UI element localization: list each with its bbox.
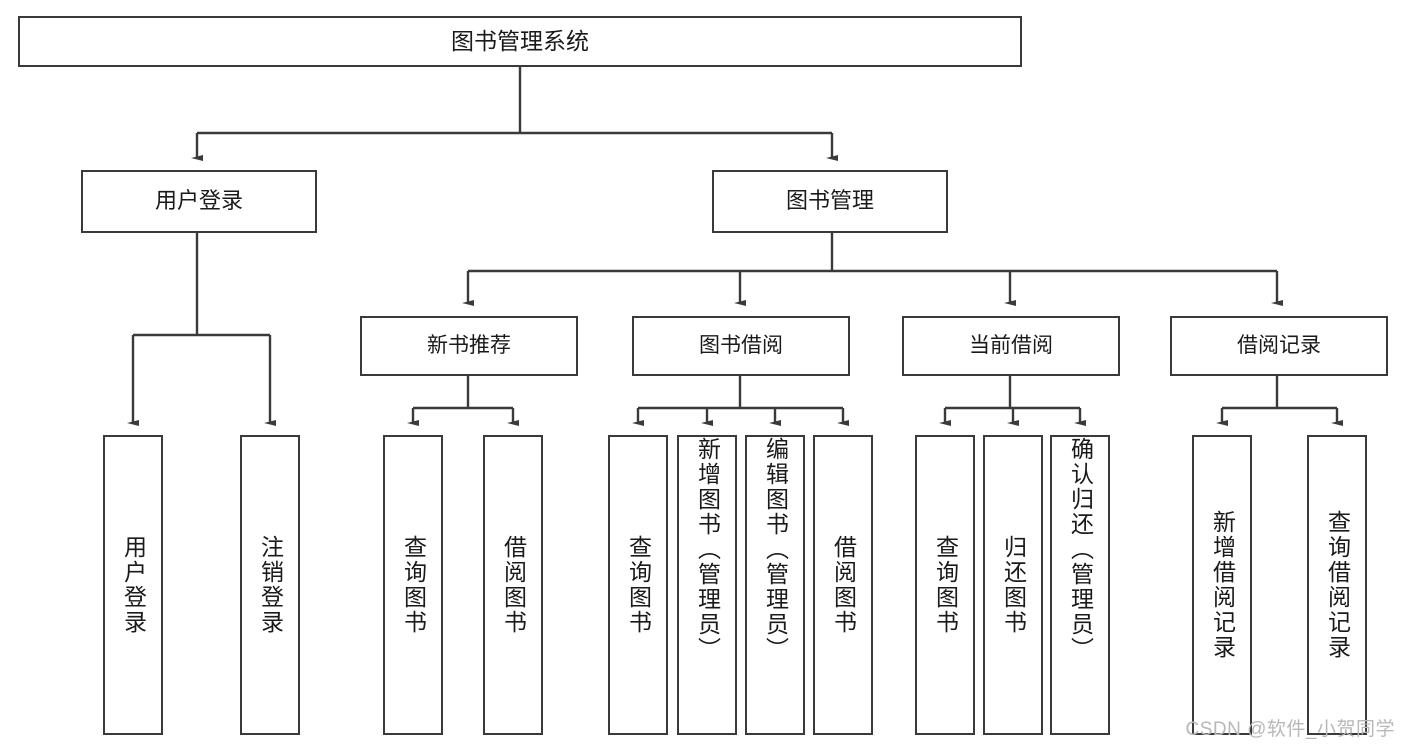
leaf-book-borrow-edit[interactable]: 编辑图书（管理员） xyxy=(745,435,805,735)
node-new-book-recommend[interactable]: 新书推荐 xyxy=(360,316,578,376)
node-book-borrow[interactable]: 图书借阅 xyxy=(632,316,850,376)
node-root-system[interactable]: 图书管理系统 xyxy=(18,16,1022,67)
node-label: 查询借阅记录 xyxy=(1324,510,1351,660)
node-current-borrow[interactable]: 当前借阅 xyxy=(902,316,1120,376)
leaf-current-borrow-query[interactable]: 查询图书 xyxy=(915,435,975,735)
node-label: 新增借阅记录 xyxy=(1209,510,1236,660)
node-label: 编辑图书（管理员） xyxy=(762,437,789,662)
node-label: 查询图书 xyxy=(932,535,959,635)
node-label: 借阅记录 xyxy=(1237,334,1321,358)
node-book-management[interactable]: 图书管理 xyxy=(712,170,948,233)
leaf-user-login-signin[interactable]: 用户登录 xyxy=(103,435,163,735)
node-label: 查询图书 xyxy=(400,535,427,635)
node-label: 注销登录 xyxy=(257,535,284,635)
node-label: 查询图书 xyxy=(625,535,652,635)
node-user-login[interactable]: 用户登录 xyxy=(81,170,317,233)
leaf-book-borrow-lend[interactable]: 借阅图书 xyxy=(813,435,873,735)
node-label: 当前借阅 xyxy=(969,334,1053,358)
leaf-current-borrow-return[interactable]: 归还图书 xyxy=(983,435,1043,735)
watermark: CSDN @软件_小贺同学 xyxy=(1185,719,1395,740)
node-borrow-record[interactable]: 借阅记录 xyxy=(1170,316,1388,376)
leaf-borrow-record-query[interactable]: 查询借阅记录 xyxy=(1307,435,1367,735)
node-label: 图书借阅 xyxy=(699,334,783,358)
leaf-new-book-borrow[interactable]: 借阅图书 xyxy=(483,435,543,735)
leaf-user-login-signout[interactable]: 注销登录 xyxy=(240,435,300,735)
node-label: 新书推荐 xyxy=(427,334,511,358)
node-label: 借阅图书 xyxy=(830,535,857,635)
node-label: 新增图书（管理员） xyxy=(694,437,721,662)
leaf-new-book-query[interactable]: 查询图书 xyxy=(383,435,443,735)
node-label: 归还图书 xyxy=(1000,535,1027,635)
node-label: 图书管理 xyxy=(785,188,874,214)
node-label: 用户登录 xyxy=(154,188,243,214)
node-label: 借阅图书 xyxy=(500,535,527,635)
leaf-borrow-record-add[interactable]: 新增借阅记录 xyxy=(1192,435,1252,735)
leaf-current-borrow-confirm[interactable]: 确认归还（管理员） xyxy=(1050,435,1110,735)
node-label: 确认归还（管理员） xyxy=(1067,437,1094,662)
node-label: 用户登录 xyxy=(120,535,147,635)
leaf-book-borrow-add[interactable]: 新增图书（管理员） xyxy=(677,435,737,735)
node-label: 图书管理系统 xyxy=(451,27,589,54)
leaf-book-borrow-query[interactable]: 查询图书 xyxy=(608,435,668,735)
